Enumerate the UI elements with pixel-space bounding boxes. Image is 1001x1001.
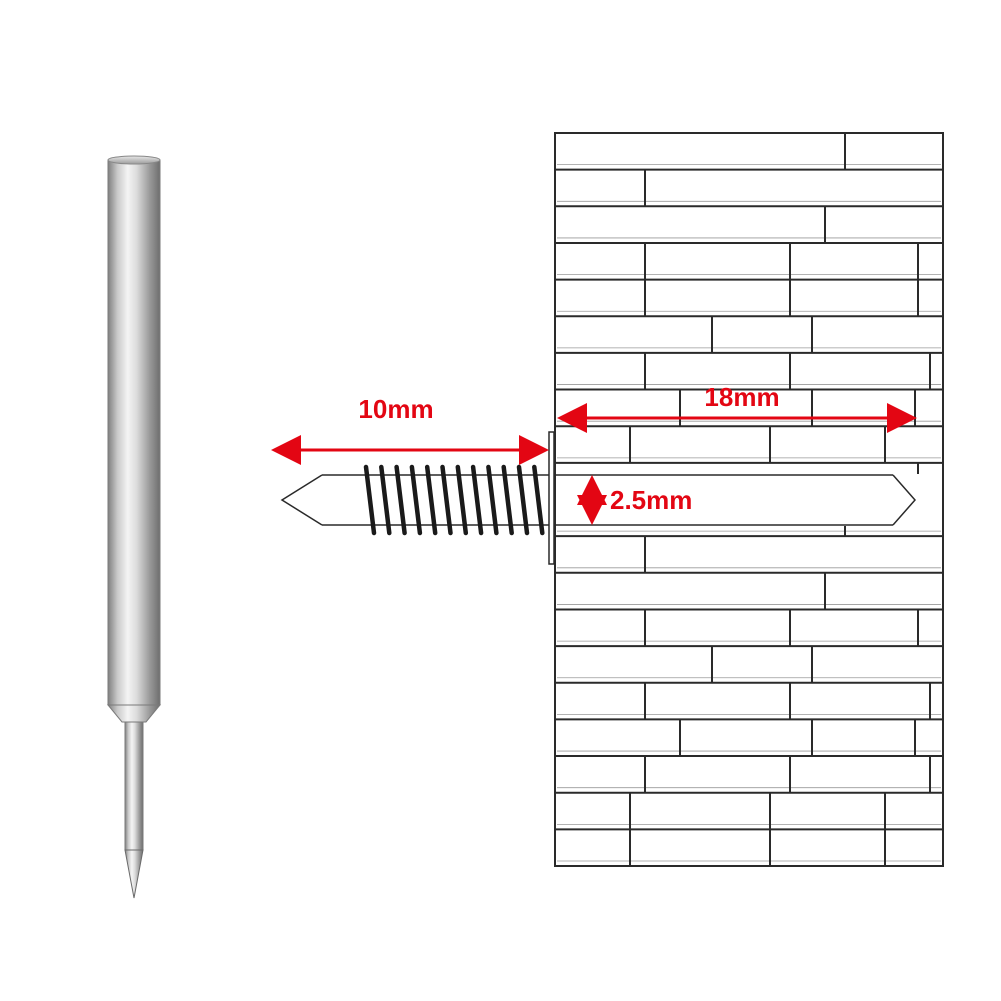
dimension-18mm: 18mm [557,382,917,433]
label-10mm: 10mm [358,394,433,424]
anchor-flange [548,431,555,565]
spring-coil [394,464,407,536]
anchor-left-tip [280,474,323,526]
label-2-5mm: 2.5mm [610,485,692,515]
anchor-spring [363,464,545,536]
spring-coil [363,464,377,536]
anchor-right-tip [892,474,916,526]
spring-coil [501,464,514,536]
spring-coil [532,464,545,536]
label-18mm: 18mm [704,382,779,412]
spring-coil [470,464,484,536]
brick-wall [554,132,944,867]
spring-coil [409,464,423,536]
spring-coil [516,464,530,536]
spring-coil [455,464,469,536]
dimension-2-5mm: 2.5mm [577,475,692,525]
spring-coil [440,464,453,536]
pin-tip [124,849,144,899]
spring-coil [424,464,438,536]
pin-needle [124,721,144,851]
pin-shank [107,159,161,706]
pin-top-cap [107,155,161,165]
dimension-10mm: 10mm [271,394,549,465]
drilled-hole [556,474,942,526]
spring-coil [379,464,392,536]
pin-shoulder [106,704,162,723]
anchor-inside [555,474,916,526]
spring-coil [486,464,499,536]
steel-pin-icon [106,155,162,899]
